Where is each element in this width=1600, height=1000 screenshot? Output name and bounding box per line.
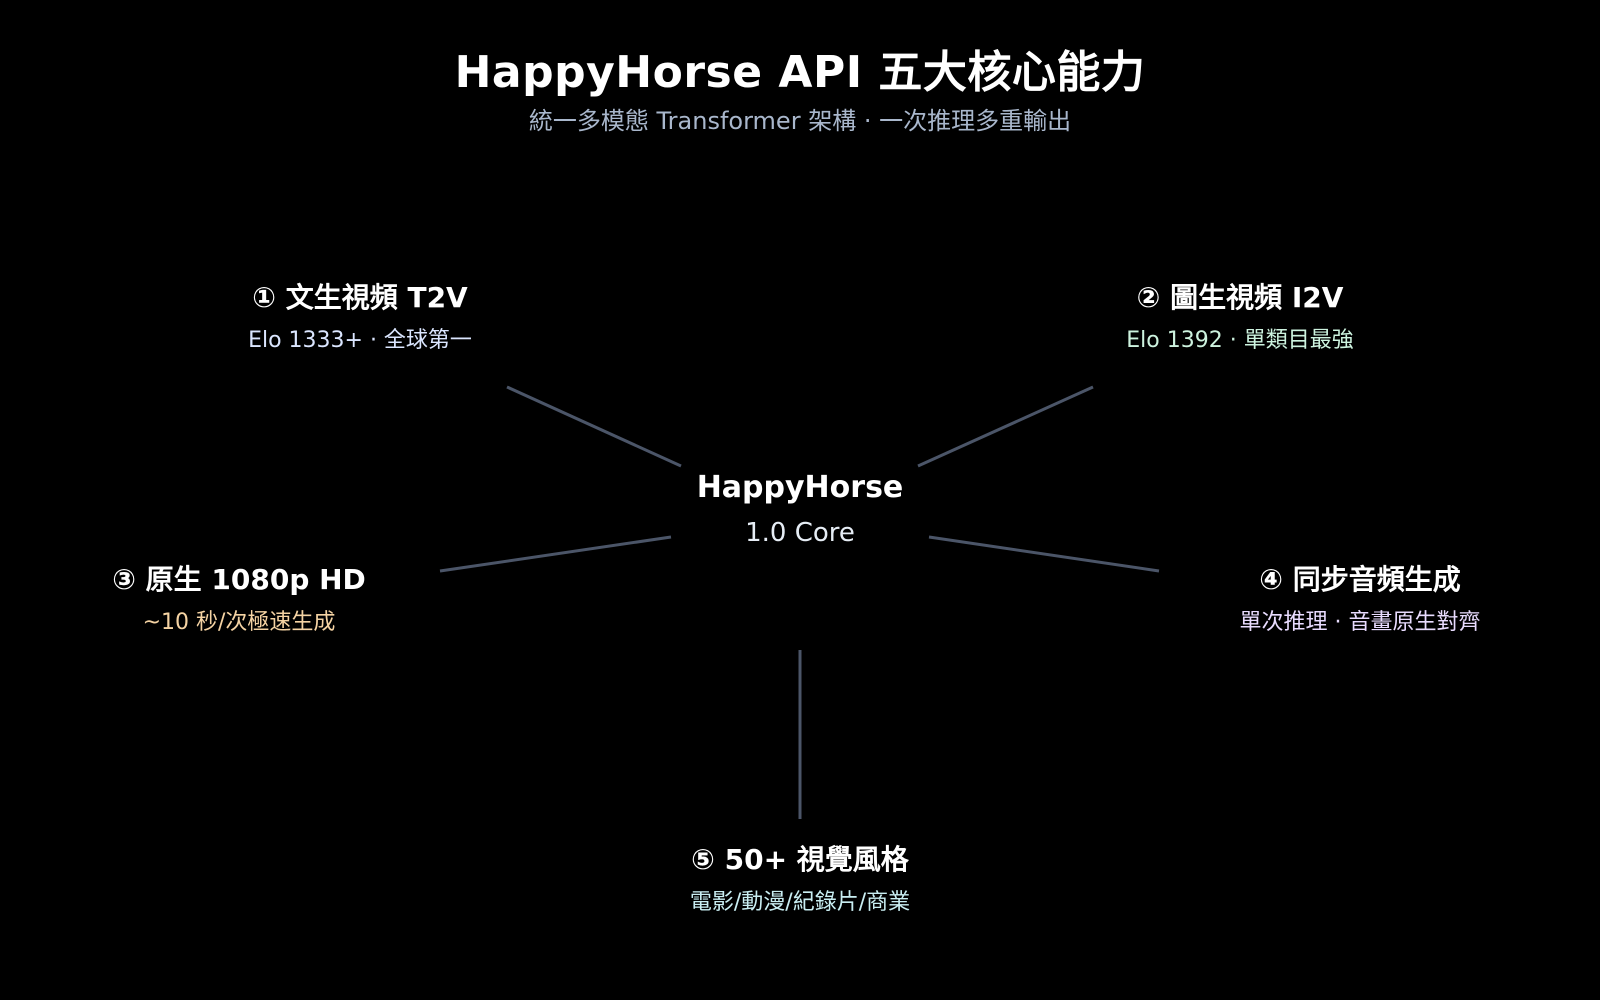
capability-title: ② 圖生視頻 I2V bbox=[1136, 281, 1344, 314]
capability-title: ⑤ 50+ 視覺風格 bbox=[691, 843, 909, 876]
capability-desc: 電影/動漫/紀錄片/商業 bbox=[689, 890, 911, 915]
capability-i2v: ② 圖生視頻 I2V Elo 1392 · 單類目最強 bbox=[1030, 280, 1450, 356]
capability-t2v: ① 文生視頻 T2V Elo 1333+ · 全球第一 bbox=[150, 280, 570, 356]
core-node: HappyHorse 1.0 Core bbox=[650, 468, 950, 552]
connector-i2v bbox=[917, 385, 1094, 468]
capability-hd: ③ 原生 1080p HD ~10 秒/次極速生成 bbox=[29, 562, 449, 638]
capability-desc: ~10 秒/次極速生成 bbox=[142, 610, 336, 635]
connector-audio bbox=[928, 535, 1160, 573]
core-version: 1.0 Core bbox=[745, 518, 855, 548]
connector-hd bbox=[439, 535, 672, 573]
capability-audio: ④ 同步音頻生成 單次推理 · 音畫原生對齊 bbox=[1150, 562, 1570, 638]
capability-styles: ⑤ 50+ 視覺風格 電影/動漫/紀錄片/商業 bbox=[590, 842, 1010, 918]
capability-title: ① 文生視頻 T2V bbox=[252, 281, 468, 314]
diagram-title: HappyHorse API 五大核心能力 bbox=[454, 47, 1146, 98]
capability-desc: Elo 1333+ · 全球第一 bbox=[248, 328, 472, 353]
capability-title: ④ 同步音頻生成 bbox=[1259, 563, 1461, 596]
capability-title: ③ 原生 1080p HD bbox=[112, 563, 366, 596]
connector-t2v bbox=[506, 385, 682, 468]
diagram-subtitle: 統一多模態 Transformer 架構 · 一次推理多重輸出 bbox=[528, 107, 1072, 135]
capability-desc: 單次推理 · 音畫原生對齊 bbox=[1239, 610, 1481, 635]
capability-desc: Elo 1392 · 單類目最強 bbox=[1126, 328, 1354, 353]
core-name: HappyHorse bbox=[696, 470, 904, 505]
